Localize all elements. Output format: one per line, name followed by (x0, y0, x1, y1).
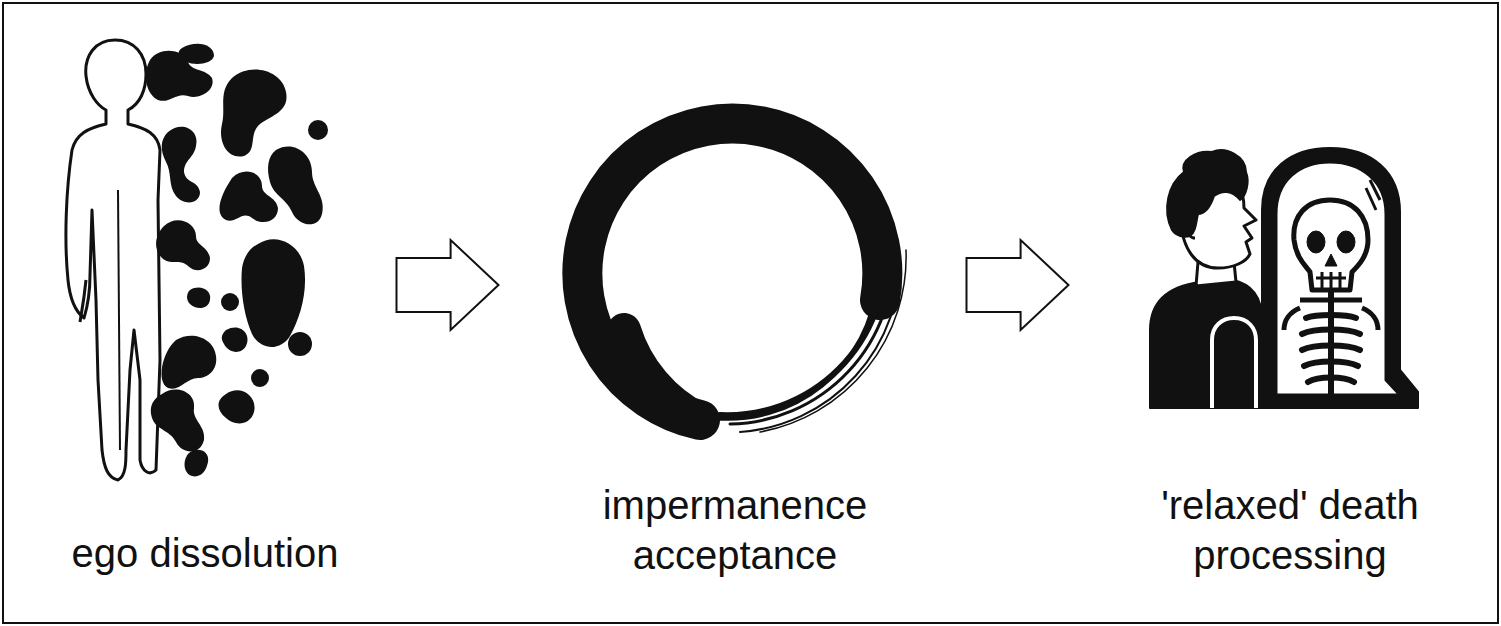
mirror-frame (1262, 148, 1418, 408)
stage-caption: impermanence acceptance (545, 480, 925, 580)
stage-caption: 'relaxed' death processing (1110, 480, 1470, 580)
block-arrow (397, 240, 499, 330)
stage-caption: ego dissolution (60, 528, 350, 578)
enso-circle (582, 124, 906, 432)
stage-panel: ego dissolution (60, 40, 350, 600)
man-profile (1150, 150, 1262, 408)
block-arrow (967, 240, 1069, 330)
man-at-mirror (1150, 148, 1418, 408)
dissolving-figure (66, 40, 160, 480)
skeleton (1284, 200, 1378, 395)
stage-panel: 'relaxed' death processing (1110, 40, 1470, 600)
stage-panel: impermanence acceptance (545, 40, 925, 600)
ink-blobs (146, 44, 328, 477)
